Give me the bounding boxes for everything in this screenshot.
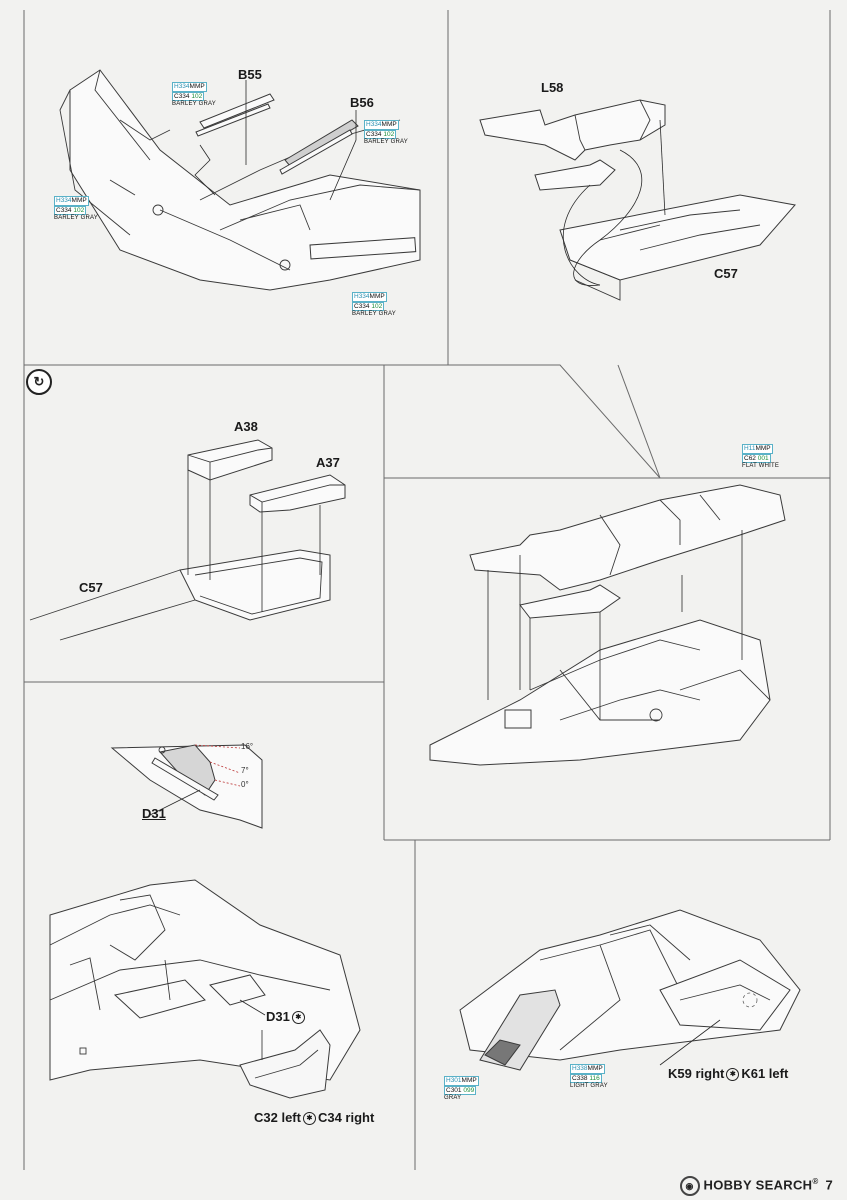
part-label-a37: A37 [316, 455, 340, 470]
paint-callout-barley-gray-4: H334MMP C334 102 BARLEY GRAY [352, 292, 396, 319]
angle-diagram [110, 744, 263, 829]
paint-c-code: C334 [174, 92, 190, 100]
part-label-d31: D31 [142, 806, 166, 821]
paint-callout-barley-gray-3: H334MMP C334 102 BARLEY GRAY [54, 196, 98, 223]
paint-c-code: C334 [354, 302, 370, 310]
mirror-symbol-icon: ✱ [302, 1112, 316, 1126]
fuselage-assembly-top-left [59, 69, 421, 291]
angle-7-label: 7° [241, 766, 249, 775]
paint-h-code: H334 [354, 293, 370, 300]
k61-left-text: K61 left [741, 1066, 789, 1081]
angle-16-label: 16° [241, 742, 254, 751]
canopy-assembly-bottom-right [459, 909, 801, 1071]
part-label-k59-k61: K59 right✱K61 left [668, 1066, 789, 1082]
paint-c-code: C338 [572, 1074, 588, 1082]
paint-number: 102 [191, 92, 203, 100]
fairing-assembly-middle-left [29, 439, 346, 641]
paint-callout-light-gray: H338MMP C338 116 LIGHT GRAY [570, 1064, 608, 1091]
part-label-c32-c34: C32 left✱C34 right [254, 1110, 375, 1126]
paint-name: FLAT WHITE [742, 463, 780, 469]
upper-fuselage-assembly-middle-right [429, 484, 786, 766]
watermark-reg: ® [812, 1177, 819, 1187]
paint-number: 102 [383, 130, 395, 138]
paint-h-code: H11 [744, 445, 756, 452]
paint-mmp: MMP [369, 293, 385, 300]
c34-right-text: C34 right [317, 1110, 375, 1125]
part-label-c57: C57 [79, 580, 103, 595]
paint-number: 116 [589, 1074, 600, 1082]
k59-right-text: K59 right [668, 1066, 725, 1081]
paint-callout-barley-gray-2: H334MMP C334 102 BARLEY GRAY [364, 120, 408, 147]
angle-0-label: 0° [241, 780, 249, 789]
part-label-l58: L58 [541, 80, 564, 95]
part-label-b56: B56 [350, 95, 374, 110]
paint-c-code: C334 [56, 206, 72, 214]
paint-mmp: MMP [381, 121, 397, 128]
mirror-symbol-icon: ✱ [291, 1011, 305, 1025]
paint-mmp: MMP [189, 83, 205, 90]
paint-number: 099 [463, 1086, 475, 1094]
cockpit-assembly-bottom-left [49, 879, 361, 1099]
paint-number: 001 [757, 454, 769, 462]
paint-h-code: H334 [174, 83, 190, 90]
intake-assembly-top-right [479, 99, 796, 301]
c32-left-text: C32 left [254, 1110, 301, 1125]
d31-text: D31 [266, 1009, 290, 1024]
paint-number: 102 [371, 302, 383, 310]
paint-mmp: MMP [71, 197, 87, 204]
part-label-b55: B55 [238, 67, 262, 82]
paint-c-code: C301 [446, 1086, 462, 1094]
paint-name: BARLEY GRAY [172, 101, 216, 107]
paint-h-code: H301 [446, 1077, 462, 1084]
part-label-a38: A38 [234, 419, 258, 434]
paint-callout-barley-gray-1: H334MMP C334 102 BARLEY GRAY [172, 82, 216, 109]
hobby-search-watermark: ◉HOBBY SEARCH® 7 [679, 1176, 833, 1196]
paint-name: BARLEY GRAY [364, 139, 408, 145]
paint-number: 102 [73, 206, 85, 214]
mirror-symbol-icon: ✱ [726, 1068, 740, 1082]
watermark-brand: HOBBY SEARCH [703, 1177, 813, 1193]
paint-c-code: C334 [366, 130, 382, 138]
part-label-d31-bottom: D31✱ [266, 1009, 307, 1025]
page-number: 7 [825, 1177, 833, 1193]
paint-mmp: MMP [461, 1077, 477, 1084]
paint-name: LIGHT GRAY [570, 1083, 608, 1089]
paint-name: BARLEY GRAY [54, 215, 98, 221]
paint-callout-gray: H301MMP C301 099 GRAY [444, 1076, 479, 1103]
hobby-search-logo-icon: ◉ [679, 1176, 700, 1196]
paint-h-code: H338 [572, 1065, 588, 1072]
paint-mmp: MMP [755, 445, 771, 452]
paint-name: GRAY [444, 1095, 462, 1101]
paint-mmp: MMP [587, 1065, 603, 1072]
paint-callout-flat-white: H11MMP C62 001 FLAT WHITE [742, 444, 779, 471]
rotate-arrows-icon: ↻ [26, 369, 52, 395]
paint-h-code: H334 [56, 197, 72, 204]
paint-h-code: H334 [366, 121, 382, 128]
paint-c-code: C62 [744, 454, 756, 462]
part-label-c57: C57 [714, 266, 738, 281]
paint-name: BARLEY GRAY [352, 311, 396, 317]
